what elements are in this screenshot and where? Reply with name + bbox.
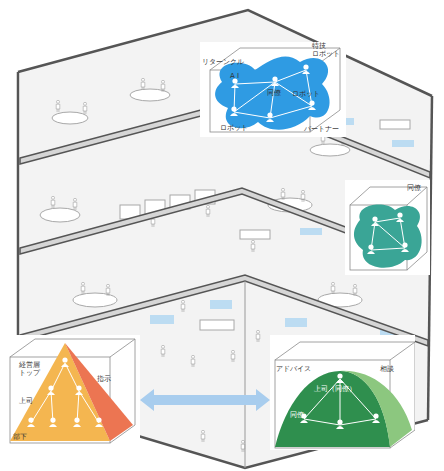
person-figure	[206, 205, 210, 217]
node-label: アドバイス	[276, 365, 311, 373]
window	[285, 318, 307, 327]
table	[52, 112, 88, 124]
desk	[380, 120, 410, 129]
node-label: 特技 ロボット	[312, 42, 342, 58]
node-label: 相談	[380, 365, 394, 373]
window	[300, 228, 322, 235]
person-figure	[191, 355, 195, 367]
person-figure	[83, 102, 87, 114]
node-label: 上司	[19, 397, 33, 405]
node-label: 同僚	[267, 89, 281, 97]
scene-box: リターンクルA I同僚特技 ロボットロボットロボットパートナー	[200, 42, 346, 137]
node-label: パートナー	[304, 125, 339, 133]
node-label: 部下	[13, 433, 27, 441]
node-label: 上司（同僚）	[314, 385, 356, 393]
person-figure	[251, 240, 255, 252]
double-arrow	[140, 389, 270, 411]
person-figure	[161, 80, 165, 92]
desk	[200, 320, 234, 330]
corner-edge	[245, 281, 246, 468]
person-figure	[241, 440, 245, 452]
person-figure	[353, 284, 357, 296]
scene-box: 経営層 トップ指示上司部下	[5, 335, 140, 445]
table	[40, 208, 80, 222]
node-label: ロボット	[220, 124, 248, 132]
person-figure	[281, 188, 285, 200]
person-figure	[301, 190, 305, 202]
node-label: リターンクル	[202, 58, 244, 66]
person-figure	[181, 300, 185, 312]
person-figure	[201, 430, 205, 442]
node-label: 指示	[97, 375, 111, 383]
scene-box: アドバイス 相談上司（同僚） 同僚	[270, 335, 415, 450]
box-illustration	[5, 335, 140, 445]
person-figure	[141, 78, 145, 90]
window	[392, 140, 414, 147]
person-figure	[256, 330, 260, 342]
person-figure	[81, 282, 85, 294]
table	[73, 293, 117, 307]
node-label: A I	[230, 72, 239, 80]
person-figure	[231, 350, 235, 362]
scene-box: 同僚	[345, 180, 430, 275]
desk	[240, 230, 270, 239]
person-figure	[56, 100, 60, 112]
node-label: 同僚	[407, 184, 421, 192]
person-figure	[106, 284, 110, 296]
window	[150, 315, 174, 324]
node-label: 同僚	[290, 411, 304, 419]
person-figure	[73, 198, 77, 210]
box-illustration	[345, 180, 430, 275]
person-figure	[331, 282, 335, 294]
node-label: ロボット	[292, 90, 320, 98]
window	[210, 300, 232, 309]
person-figure	[51, 196, 55, 208]
person-figure	[161, 345, 165, 357]
node-label: 経営層 トップ	[19, 361, 43, 377]
